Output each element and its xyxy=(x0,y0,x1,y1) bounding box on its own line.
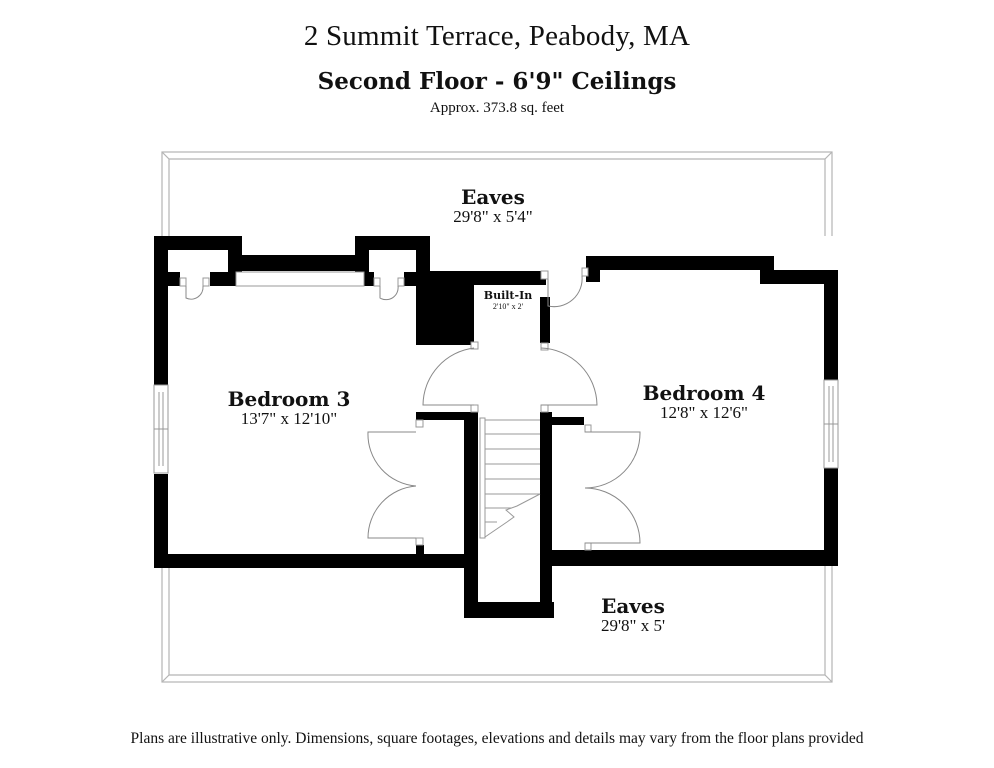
property-address: 2 Summit Terrace, Peabody, MA xyxy=(303,20,691,52)
room-dimensions: 12'8" x 12'6" xyxy=(659,403,748,422)
room-dimensions: 29'8" x 5'4" xyxy=(453,207,533,226)
room-eaves-top: Eaves 29'8" x 5'4" xyxy=(453,186,533,226)
room-name: Bedroom 3 xyxy=(227,387,351,411)
room-bedroom-3: Bedroom 3 13'7" x 12'10" xyxy=(228,388,351,428)
room-name: Eaves xyxy=(601,594,665,618)
room-bedroom-4: Bedroom 4 12'8" x 12'6" xyxy=(643,382,766,422)
room-dimensions: 13'7" x 12'10" xyxy=(240,409,338,428)
door-swings xyxy=(185,275,641,544)
windows xyxy=(153,271,839,474)
disclaimer: Plans are illustrative only. Dimensions,… xyxy=(130,730,864,747)
walls xyxy=(154,236,838,618)
room-dimensions: 2'10" x 2' xyxy=(492,302,524,311)
floor-title: Second Floor - 6'9" Ceilings xyxy=(317,68,677,95)
room-name: Built-In xyxy=(483,289,533,302)
door-jambs xyxy=(179,267,592,551)
room-name: Eaves xyxy=(461,185,525,209)
room-eaves-bottom: Eaves 29'8" x 5' xyxy=(601,595,665,635)
room-name: Bedroom 4 xyxy=(642,381,766,405)
room-built-in: Built-In 2'10" x 2' xyxy=(483,289,533,312)
approx-area: Approx. 373.8 sq. feet xyxy=(429,100,565,116)
room-dimensions: 29'8" x 5' xyxy=(600,616,666,635)
stairs xyxy=(479,417,541,539)
